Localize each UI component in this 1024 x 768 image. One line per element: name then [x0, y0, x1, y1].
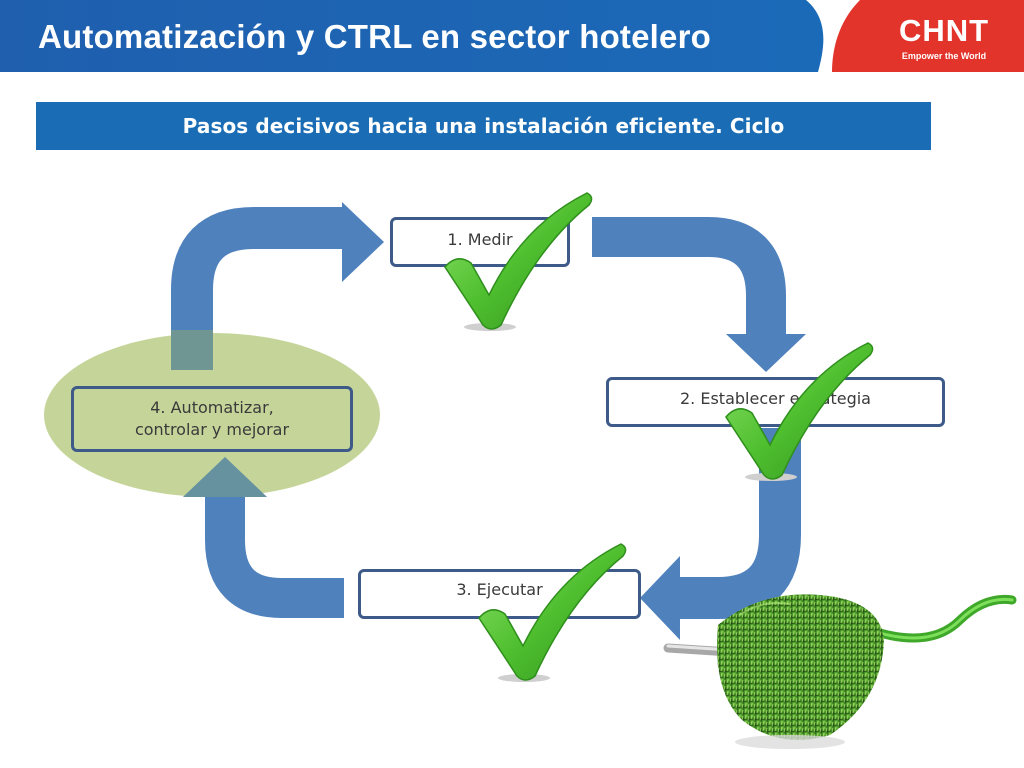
slide-title: Automatización y CTRL en sector hotelero: [38, 18, 711, 55]
arrow-1-to-2: [592, 217, 806, 372]
arrow-3-to-4: [183, 457, 344, 618]
subtitle-text: Pasos decisivos hacia una instalación ef…: [182, 114, 785, 138]
step-3-ejecutar: 3. Ejecutar: [358, 569, 641, 619]
header-background: [0, 0, 1024, 72]
step-2-establecer-estrategia: 2. Establecer estrategia: [606, 377, 945, 427]
subtitle-bar: Pasos decisivos hacia una instalación ef…: [36, 102, 931, 150]
arrow-2-to-3: [640, 428, 801, 640]
slide-header: Automatización y CTRL en sector hotelero…: [0, 0, 1024, 72]
chint-logo: CHNT: [898, 13, 990, 48]
step-4-label-line2: controlar y mejorar: [134, 420, 290, 439]
step-4-label-line1: 4. Automatizar,: [150, 398, 274, 417]
arrow-4-to-1: [171, 202, 384, 370]
logo-tagline: Empower the World: [901, 51, 987, 61]
step-1-medir: 1. Medir: [390, 217, 570, 267]
step-4-automatizar: 4. Automatizar, controlar y mejorar: [71, 386, 353, 452]
